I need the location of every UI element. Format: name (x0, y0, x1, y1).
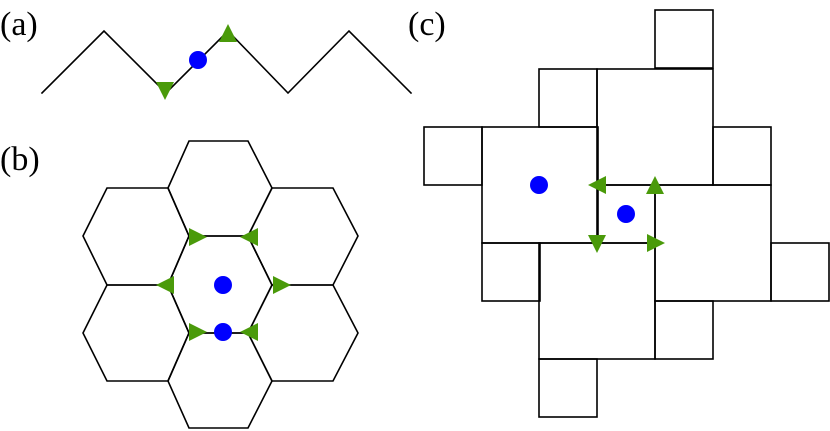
small-square (654, 300, 714, 360)
arrow-left-marker (156, 276, 174, 294)
panel-a-diagram (40, 24, 413, 100)
hexagon-upper-left (82, 187, 190, 286)
small-square (423, 126, 483, 186)
small-square (770, 242, 830, 302)
panel-b-diagram (82, 140, 359, 429)
small-square (538, 68, 598, 128)
arrow-up-marker (646, 176, 664, 194)
small-square (712, 126, 772, 186)
arrow-left-marker (588, 176, 606, 194)
hexagon-bottom (167, 332, 273, 429)
panel-c-diagram (423, 9, 830, 418)
arrow-down-marker (156, 82, 174, 100)
site-dot (214, 323, 232, 341)
large-square (538, 242, 656, 360)
arrow-right-marker (189, 323, 207, 341)
site-dot (189, 51, 207, 69)
hexagon-lower-left (82, 284, 190, 382)
large-square (596, 68, 714, 186)
panel-label-a: (a) (0, 6, 38, 43)
small-square (654, 9, 714, 69)
arrow-down-marker (588, 235, 606, 253)
small-square (538, 358, 598, 418)
arrow-right-marker (189, 228, 207, 246)
panel-label-b: (b) (0, 141, 40, 178)
arrow-right-marker (647, 234, 665, 252)
panel-label-c: (c) (408, 6, 446, 43)
small-square (481, 242, 541, 302)
large-square (654, 184, 772, 302)
site-dot (214, 276, 232, 294)
site-dot (617, 205, 635, 223)
site-dot (530, 176, 548, 194)
arrow-left-marker (240, 323, 258, 341)
arrow-up-marker (219, 24, 237, 42)
arrow-left-marker (240, 228, 258, 246)
arrow-right-marker (273, 276, 291, 294)
